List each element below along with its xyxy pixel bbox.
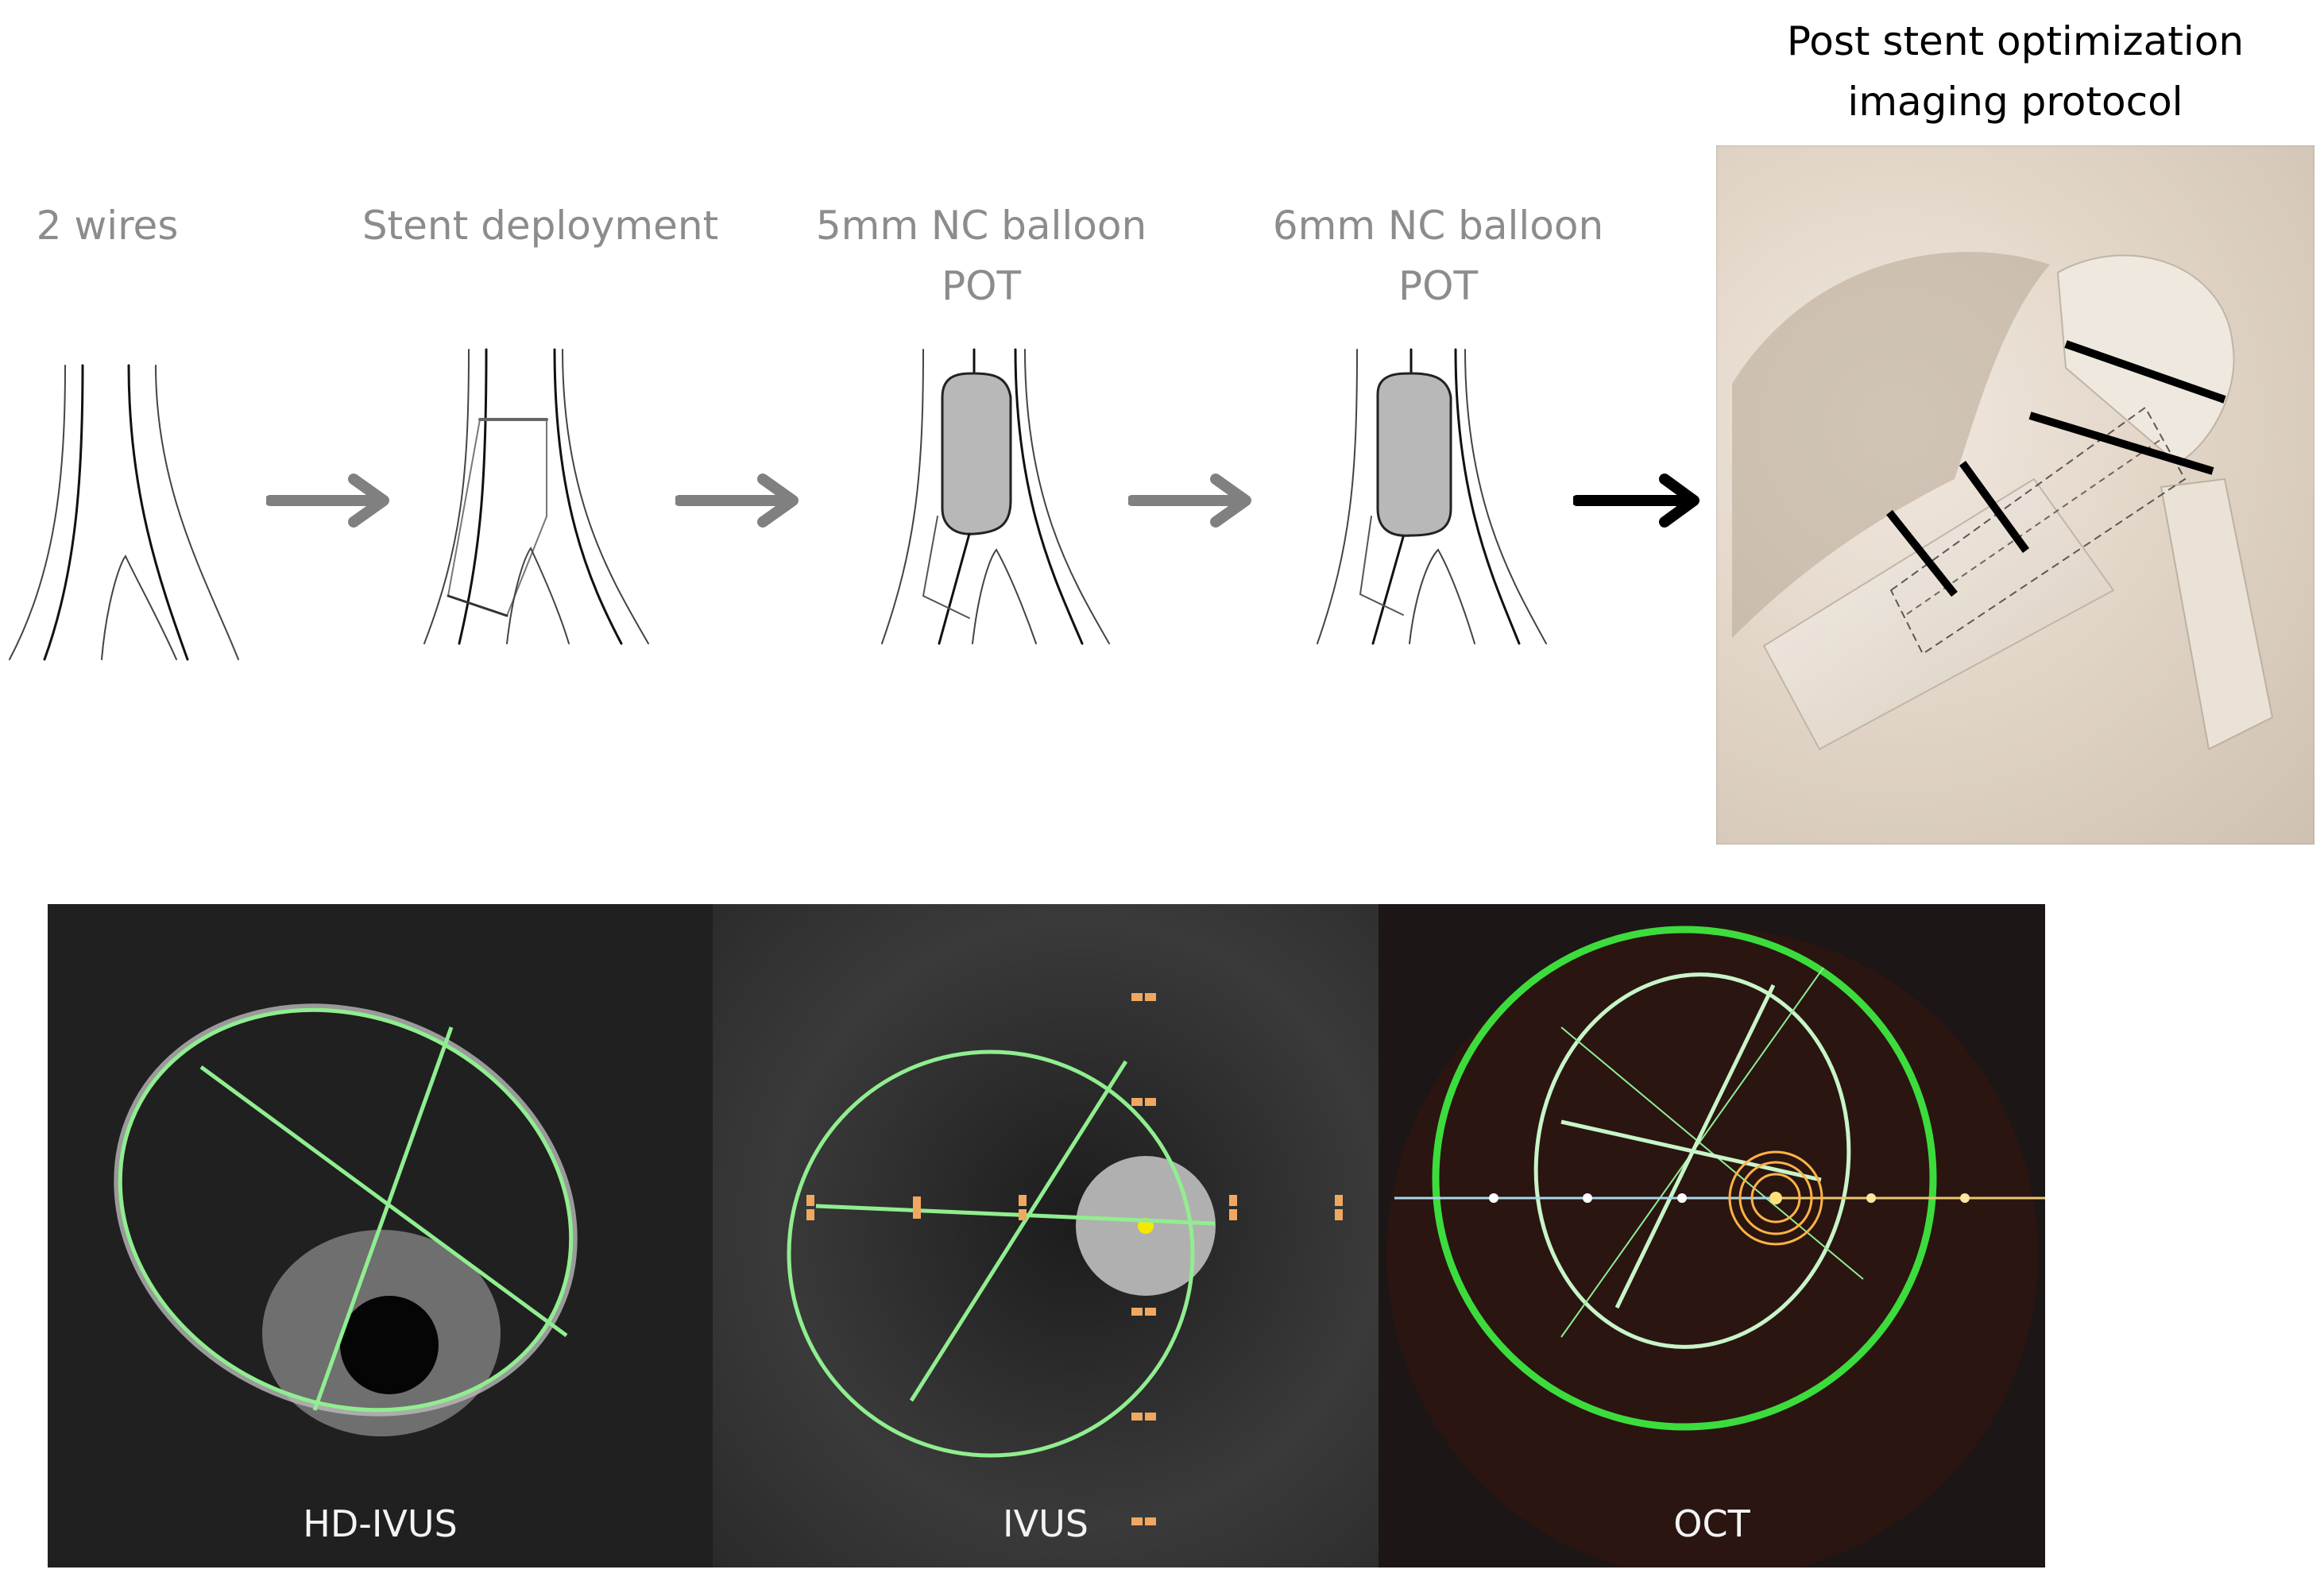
title-line-1: Post stent optimization [1786,18,2245,64]
step-label-5mm-pot: 5mm NC balloon POT [787,195,1176,316]
step-label-stent-deployment: Stent deployment [334,195,747,256]
arrow-right-icon [266,473,393,528]
arrow-right-icon [675,473,802,528]
panel-label-hd-ivus: HD-IVUS [303,1502,458,1545]
diagram-6mm-balloon-pot [1311,342,1565,659]
marker-line-2 [2028,412,2214,475]
step-label-line: 6mm NC balloon [1272,203,1604,249]
marker-line-4 [1886,509,1958,597]
step-label-line: POT [1398,263,1479,309]
step-label-line: POT [941,263,1022,309]
hd-ivus-panel: HD-IVUS [48,904,713,1567]
diagram-stent-deployment [413,342,667,659]
figure-title: Post stent optimization imaging protocol [1716,11,2314,132]
bench-model-photo [1716,145,2314,845]
step-label-2-wires: 2 wires [16,195,199,256]
step-label-line: Stent deployment [362,203,719,249]
oct-panel: OCT [1379,904,2045,1567]
diagram-two-wires [0,318,262,675]
step-label-line: 5mm NC balloon [815,203,1147,249]
step-label-6mm-pot: 6mm NC balloon POT [1239,195,1637,316]
marker-line-1 [2064,340,2226,404]
arrow-right-black-icon [1573,473,1704,528]
arrow-right-icon [1128,473,1255,528]
ivus-panel: IVUS [713,904,1379,1567]
panel-label-ivus: IVUS [1003,1502,1089,1545]
title-line-2: imaging protocol [1847,79,2183,125]
marker-line-3 [1959,461,2030,553]
step-label-line: 2 wires [36,203,179,249]
panel-label-oct: OCT [1673,1502,1750,1545]
diagram-5mm-balloon-pot [874,342,1128,659]
